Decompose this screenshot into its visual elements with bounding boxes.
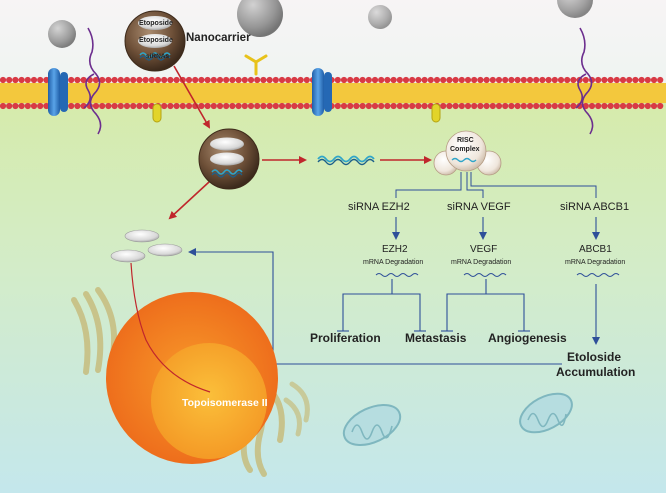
nanocarrier-etoposide-label: Etoposide	[139, 37, 173, 44]
vegf-inhibition-lines	[441, 279, 530, 332]
nanocarrier-etoposide-label: Etoposide	[139, 20, 173, 27]
internalized-nanocarrier	[198, 128, 260, 190]
channel-protein-icon	[48, 68, 68, 116]
vegf-gene-label: VEGF	[470, 244, 498, 255]
uptake-arrow	[173, 65, 210, 129]
risc-label-line2: Complex	[450, 146, 480, 153]
risc-branch-lines	[395, 172, 597, 198]
channel-protein-icon	[312, 68, 332, 116]
sirna-to-gene-arrows	[392, 217, 600, 240]
abcb1-degradation-label: mRNA Degradation	[565, 259, 626, 266]
mitochondrion-icon	[519, 392, 573, 434]
mitochondrion-icon	[342, 404, 402, 446]
sirna-abcb1-label: siRNA ABCB1	[560, 201, 630, 213]
proliferation-label: Proliferation	[310, 331, 381, 345]
degraded-mrna-icon	[375, 273, 620, 277]
extracellular-particles	[48, 0, 593, 48]
angiogenesis-label: Angiogenesis	[488, 331, 567, 345]
nanocarrier-label: Nanocarrier	[186, 32, 251, 44]
transmembrane-receptor-icon	[575, 27, 594, 135]
ezh2-degradation-label: mRNA Degradation	[363, 259, 424, 266]
sirna-ezh2-label: siRNA EZH2	[348, 201, 410, 213]
y-receptor-icon	[244, 54, 268, 76]
sirna-vegf-label: siRNA VEGF	[447, 201, 511, 213]
ezh2-inhibition-lines	[337, 279, 426, 332]
accumulation-feedback-arrow	[188, 248, 562, 365]
released-etoposide	[110, 229, 183, 263]
topoisomerase-label: Topoisomerase II	[182, 397, 268, 409]
golgi-apparatus-icon	[283, 381, 310, 437]
risc-label-line1: RISC	[457, 137, 474, 144]
nanocarrier-sirnas-label: siRNAs	[146, 53, 170, 60]
release-arrow	[168, 181, 210, 220]
metastasis-label: Metastasis	[405, 331, 467, 345]
yellow-channel-icon	[152, 103, 441, 123]
nucleus	[106, 292, 278, 464]
risc-complex-icon	[433, 130, 502, 176]
cell-membrane	[0, 76, 666, 110]
ezh2-gene-label: EZH2	[382, 244, 408, 255]
transmembrane-receptor-icon	[83, 27, 102, 135]
sirna-helix-icon	[317, 155, 375, 166]
nanocarrier-particle	[124, 10, 186, 72]
accumulation-label-line2: Accumulation	[556, 365, 636, 379]
vegf-degradation-label: mRNA Degradation	[451, 259, 512, 266]
abcb1-gene-label: ABCB1	[579, 244, 612, 255]
accumulation-label-line1: Etoloside	[567, 350, 622, 364]
extracellular-space	[0, 0, 666, 90]
etoposide-to-nucleus-line	[130, 262, 211, 393]
